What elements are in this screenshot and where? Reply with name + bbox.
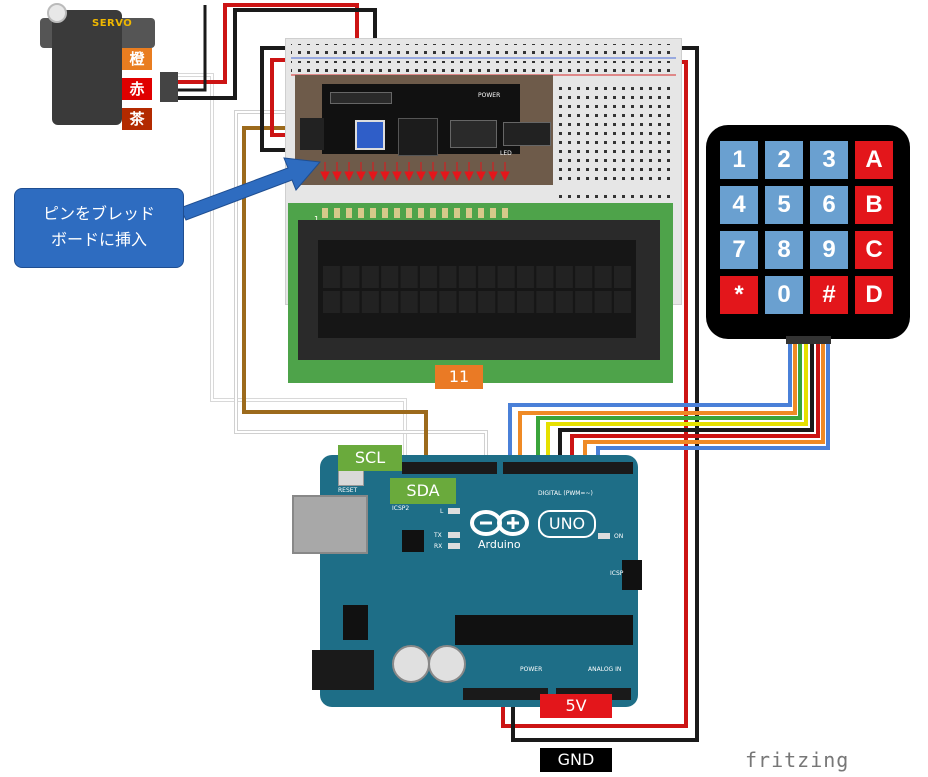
keypad-key[interactable]: 4 [720, 186, 758, 224]
servo-wire-tag-red: 赤 [122, 78, 152, 100]
icsp2-label: ICSP2 [392, 505, 410, 512]
lcd-pin-header [322, 208, 508, 218]
analog-label: ANALOG IN [588, 666, 622, 673]
lcd-pin-1-label: 1 [314, 215, 319, 224]
reset-button[interactable] [338, 470, 364, 486]
servo-body [52, 10, 122, 125]
keypad-key[interactable]: 6 [810, 186, 848, 224]
keypad-key[interactable]: * [720, 276, 758, 314]
on-led [598, 533, 610, 539]
keypad-key[interactable]: 2 [765, 141, 803, 179]
keypad-key[interactable]: 9 [810, 231, 848, 269]
dc-power-jack [312, 650, 374, 690]
rx-label: RX [434, 543, 443, 550]
wire-bb-black-i2c [260, 46, 300, 152]
wire-white-scl-inner [175, 74, 406, 470]
scl-tag: SCL [338, 445, 402, 471]
reset-label: RESET [338, 487, 358, 494]
i2c-power-label: POWER [478, 92, 501, 99]
callout-line-1: ピンをブレッド [42, 204, 155, 223]
fritzing-watermark: fritzing [745, 748, 850, 772]
usb-b-connector [292, 495, 368, 554]
wire-servo-black2 [175, 5, 207, 92]
i2c-smd-right [450, 120, 497, 148]
i2c-led-label: LED [500, 150, 512, 157]
capacitor-2 [428, 645, 466, 683]
digital-header-right [503, 462, 633, 474]
servo-wire-tag-orange: 橙 [122, 48, 152, 70]
wire-gnd-black [511, 46, 699, 742]
wire-keypad-orange1 [518, 338, 797, 470]
wire-keypad-blue1 [508, 338, 792, 470]
keypad-key[interactable]: 5 [765, 186, 803, 224]
capacitor-1 [392, 645, 430, 683]
gnd-tag: GND [540, 748, 612, 772]
keypad-key[interactable]: A [855, 141, 893, 179]
wire-keypad-black [558, 338, 814, 470]
keypad-key[interactable]: 8 [765, 231, 803, 269]
insert-arrows [320, 162, 510, 182]
uno-badge: UNO [538, 510, 596, 538]
servo-cable-ends [160, 72, 178, 102]
servo-horn [47, 3, 67, 23]
i2c-smd-row [330, 92, 392, 104]
digital-header-left [402, 462, 497, 474]
wire-brown-sda [242, 126, 428, 470]
wire-servo-black [175, 8, 377, 100]
keypad-key[interactable]: 3 [810, 141, 848, 179]
lcd-character-grid [322, 265, 632, 315]
icsp-label: ICSP [610, 570, 624, 577]
wire-white-2-inner [235, 111, 487, 470]
insert-pins-callout: ピンをブレッド ボードに挿入 [14, 188, 184, 268]
reset-ic [402, 530, 424, 552]
keypad-key[interactable]: # [810, 276, 848, 314]
keypad-key[interactable]: C [855, 231, 893, 269]
keypad-key[interactable]: 0 [765, 276, 803, 314]
wire-servo-red [175, 3, 359, 84]
callout-line-2: ボードに挿入 [50, 230, 147, 249]
keypad-key[interactable]: D [855, 276, 893, 314]
arduino-logo [470, 510, 529, 536]
keypad-key[interactable]: B [855, 186, 893, 224]
i2c-expander-chip [398, 118, 438, 156]
servo-brand-label: SERVO [92, 18, 133, 29]
l-label: L [440, 508, 444, 515]
icsp-header [622, 560, 642, 590]
arrow-row [320, 162, 510, 182]
keypad-ribbon [786, 336, 831, 344]
digital-label: DIGITAL (PWM=~) [538, 490, 593, 497]
lcd-pin-count-tag: 11 [435, 365, 483, 389]
sda-tag: SDA [390, 478, 456, 504]
pin-l-led [448, 508, 460, 514]
voltage-regulator [343, 605, 368, 640]
power-label: POWER [520, 666, 543, 673]
tx-led [448, 532, 460, 538]
i2c-pin-header [300, 118, 324, 150]
keypad-key[interactable]: 7 [720, 231, 758, 269]
on-label: ON [614, 533, 624, 540]
power-header [463, 688, 548, 700]
callout-arrow [180, 157, 321, 221]
keypad-key[interactable]: 1 [720, 141, 758, 179]
wire-keypad-red [570, 338, 820, 470]
wire-keypad-yellow [546, 338, 808, 470]
contrast-potentiometer [355, 120, 385, 150]
5v-tag: 5V [540, 694, 612, 718]
wire-keypad-green [536, 338, 802, 470]
arduino-brand-text: Arduino [478, 538, 521, 551]
servo-wire-tag-brown: 茶 [122, 108, 152, 130]
breadboard-holes [291, 44, 676, 209]
backlight-jumper [503, 122, 551, 146]
rx-led [448, 543, 460, 549]
microcontroller-chip [455, 615, 633, 645]
tx-label: TX [434, 532, 442, 539]
